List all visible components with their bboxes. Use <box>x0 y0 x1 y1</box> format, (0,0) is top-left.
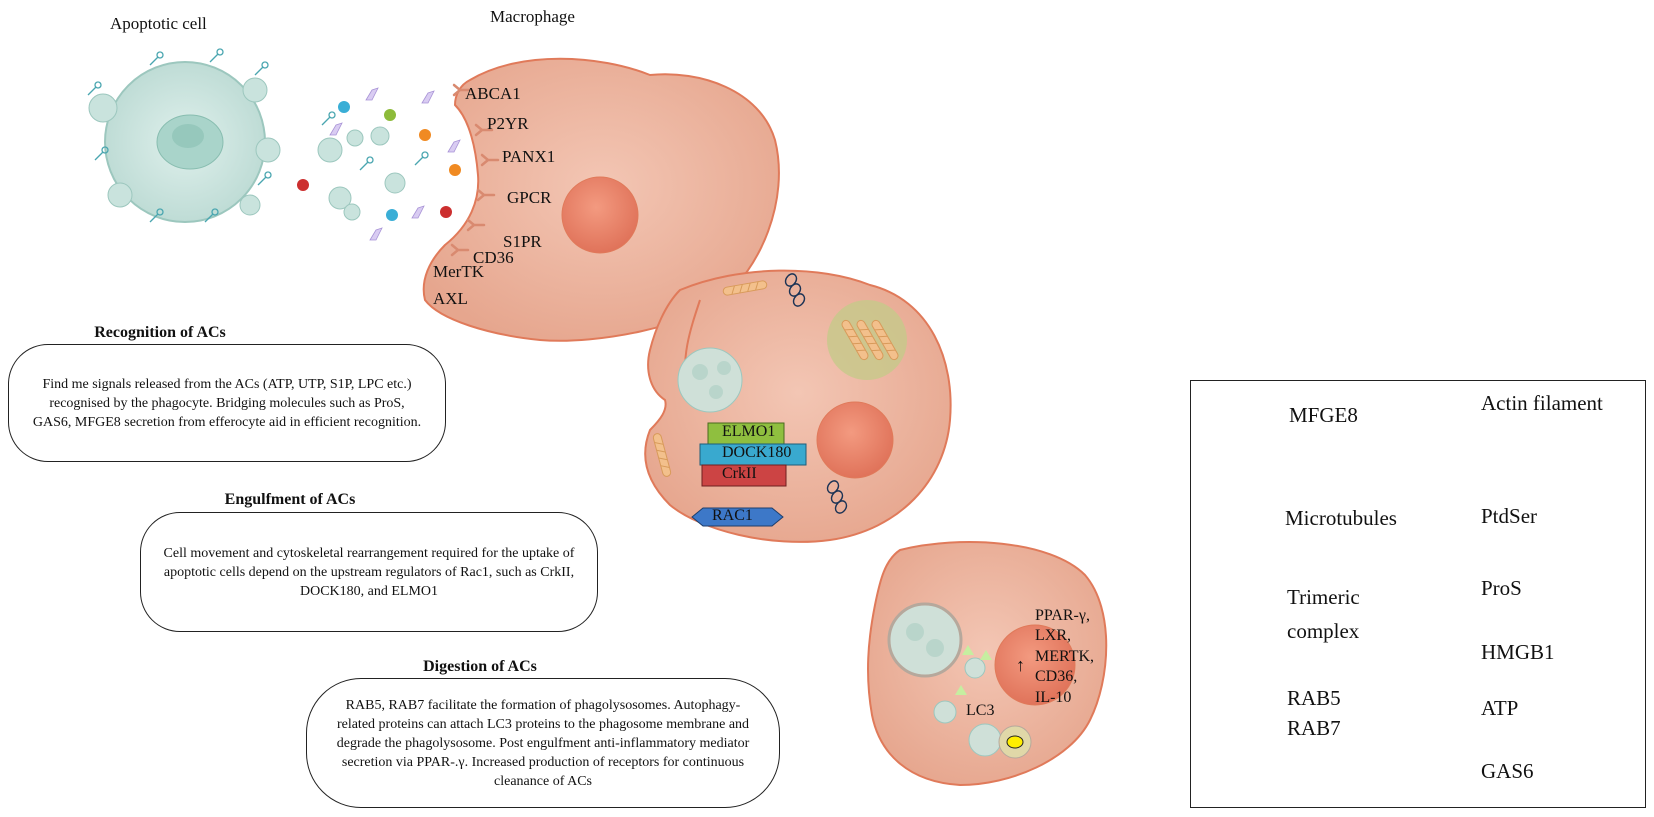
mediator-label: IL-10 <box>1035 689 1072 706</box>
released-vesicles <box>317 111 429 221</box>
trimeric-complex <box>699 422 807 487</box>
rac1-label: RAC1 <box>712 507 753 524</box>
upregulation-arrow: ↑ <box>1016 655 1025 675</box>
apoptotic-cell-label: Apoptotic cell <box>110 14 207 33</box>
mediator-label: MERTK, <box>1035 648 1095 665</box>
macrophage-label: Macrophage <box>490 7 575 26</box>
legend-mfge8: MFGE8 <box>1289 403 1358 427</box>
rac1-block <box>691 507 784 527</box>
legend-pros: ProS <box>1481 576 1522 600</box>
legend-hmgb1: HMGB1 <box>1481 640 1555 664</box>
receptor-label: AXL <box>433 289 468 308</box>
legend-actin: Actin filament <box>1481 391 1603 415</box>
receptor-label: P2YR <box>487 114 529 133</box>
receptor-label: S1PR <box>503 232 542 251</box>
mediator-label: CD36, <box>1035 668 1078 685</box>
receptor-label: CD36 <box>473 248 514 267</box>
engulfment-title: Engulfment of ACs <box>224 491 356 508</box>
receptor-label: ABCA1 <box>465 84 521 103</box>
mediator-label: PPAR-γ, <box>1035 607 1090 624</box>
macrophage-engulfment <box>644 269 952 543</box>
macrophage-digestion <box>867 541 1108 787</box>
macrophage-recognition <box>422 57 780 342</box>
receptor-label: MerTK <box>433 262 484 281</box>
receptor-label: GPCR <box>507 188 552 207</box>
lc3-label: LC3 <box>966 702 995 719</box>
legend: MFGE8 Actin filament Microtubules PtdSer… <box>1190 380 1646 808</box>
legend-gas6: GAS6 <box>1481 759 1534 783</box>
elmo1-label: ELMO1 <box>722 423 776 440</box>
signal-molecules <box>297 87 461 241</box>
crkii-label: CrkII <box>722 465 757 482</box>
legend-rab5: RAB5 <box>1287 686 1341 710</box>
legend-trimeric-2: complex <box>1287 619 1360 643</box>
recognition-title: Recognition of ACs <box>94 324 226 341</box>
digestion-description: RAB5, RAB7 facilitate the formation of p… <box>306 678 780 808</box>
legend-microtubules: Microtubules <box>1285 506 1397 530</box>
mediator-label: LXR, <box>1035 627 1071 644</box>
apoptotic-cell <box>87 48 281 223</box>
recognition-description: Find me signals released from the ACs (A… <box>8 344 446 462</box>
legend-trimeric-1: Trimeric <box>1287 585 1360 609</box>
legend-rab7: RAB7 <box>1287 716 1341 740</box>
legend-atp: ATP <box>1481 696 1519 720</box>
dock180-label: DOCK180 <box>722 444 792 461</box>
legend-ptdser: PtdSer <box>1481 504 1538 528</box>
receptor-label: PANX1 <box>502 147 556 166</box>
engulfment-description: Cell movement and cytoskeletal rearrange… <box>140 512 598 632</box>
digestion-title: Digestion of ACs <box>423 658 537 675</box>
